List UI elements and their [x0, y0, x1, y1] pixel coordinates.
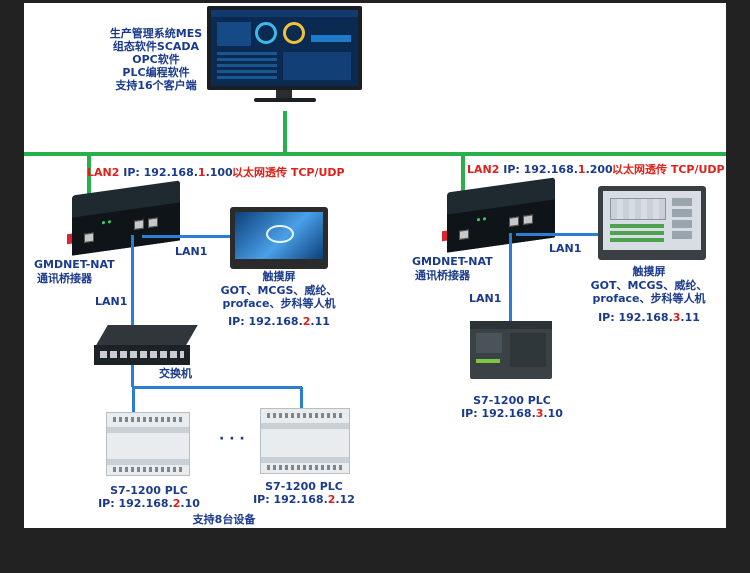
left-ip-prefix: IP: 192.168.: [123, 166, 198, 179]
plc2-drop: [300, 387, 303, 409]
switch-label: 交换机: [159, 367, 192, 380]
left-ip-subnet: 1: [197, 166, 206, 179]
right-lan2-label: LAN2: [467, 163, 500, 176]
right-gateway-desc: 通讯桥接器: [415, 269, 470, 282]
right-gateway-name: GMDNET-NAT: [412, 255, 493, 268]
right-hmi-brands-2: proface、步科等人机: [592, 292, 706, 305]
plc-bus: [132, 386, 302, 389]
left-plc-2-ip-prefix: IP: 192.168.: [253, 493, 328, 506]
left-gateway-uplink: [87, 155, 91, 213]
left-switch-link: [131, 235, 134, 335]
right-hmi-ip: IP: 192.168.3.11: [579, 311, 719, 324]
right-plc-ip-subnet: 3: [535, 407, 544, 420]
right-passthrough: 以太网透传 TCP/UDP: [612, 163, 725, 176]
right-lan2-line: LAN2 IP: 192.168.1.200: [467, 163, 613, 176]
left-plc-2-ip: IP: 192.168.2.12: [239, 493, 369, 506]
right-lan1-hmi-label: LAN1: [549, 242, 582, 255]
left-plc-2-ip-suffix: .12: [335, 493, 355, 506]
right-hmi-ip-subnet: 3: [672, 311, 681, 324]
plc1-drop: [132, 387, 135, 413]
right-lan1-plc-label: LAN1: [469, 292, 502, 305]
right-plc-name: S7-1200 PLC: [473, 394, 551, 407]
top-line-1: 生产管理系统MES: [109, 27, 203, 40]
left-lan2-line: LAN2 IP: 192.168.1.100: [87, 166, 233, 179]
left-ip-suffix: .100: [205, 166, 233, 179]
left-lan2-label: LAN2: [87, 166, 120, 179]
plc-ellipsis: · · ·: [219, 431, 245, 447]
monitor-stand: [276, 90, 292, 99]
monitor: [207, 6, 362, 90]
right-ip-subnet: 1: [577, 163, 586, 176]
top-line-4: PLC编程软件: [122, 66, 190, 79]
left-plc-2-device: [260, 408, 350, 474]
left-hmi-ip: IP: 192.168.2.11: [209, 315, 349, 328]
top-line-3: OPC软件: [132, 53, 180, 66]
left-hmi-link: [142, 235, 232, 238]
left-plc-1-device: [106, 412, 190, 476]
left-hmi-ip-suffix: .11: [310, 315, 330, 328]
monitor-base: [254, 98, 316, 102]
right-hmi-title: 触摸屏: [632, 265, 666, 278]
right-hmi-brands-1: GOT、MCGS、威纶、: [590, 279, 708, 292]
left-plc-1-ip: IP: 192.168.2.10: [84, 497, 214, 510]
switch-device: [94, 325, 198, 367]
left-gateway-desc: 通讯桥接器: [37, 272, 92, 285]
right-plc-ip-prefix: IP: 192.168.: [461, 407, 536, 420]
right-plc-link: [509, 233, 512, 323]
left-hmi-ip-subnet: 2: [302, 315, 311, 328]
left-hmi-brands-1: GOT、MCGS、威纶、: [220, 284, 338, 297]
top-software-list: 生产管理系统MES 组态软件SCADA OPC软件 PLC编程软件 支持16个客…: [106, 27, 206, 92]
ethernet-backbone: [24, 152, 726, 156]
left-plc-1-name: S7-1200 PLC: [110, 484, 188, 497]
right-plc-ip-suffix: .10: [543, 407, 563, 420]
right-plc-device: [470, 321, 552, 379]
left-lan1-switch-label: LAN1: [95, 295, 128, 308]
left-plc-1-ip-prefix: IP: 192.168.: [98, 497, 173, 510]
right-hmi-ip-suffix: .11: [680, 311, 700, 324]
left-hmi-title: 触摸屏: [262, 270, 296, 283]
left-hmi-ip-prefix: IP: 192.168.: [228, 315, 303, 328]
switch-drop: [131, 365, 134, 387]
left-plc-2-name: S7-1200 PLC: [265, 480, 343, 493]
monitor-screen: [211, 10, 358, 86]
left-plc-2-ip-subnet: 2: [327, 493, 336, 506]
left-lan1-hmi-label: LAN1: [175, 245, 208, 258]
left-passthrough: 以太网透传 TCP/UDP: [232, 166, 345, 179]
top-line-5: 支持16个客户端: [115, 79, 197, 92]
left-gateway-name: GMDNET-NAT: [34, 258, 115, 271]
left-hmi-brands-2: proface、步科等人机: [222, 297, 336, 310]
right-plc-ip: IP: 192.168.3.10: [447, 407, 577, 420]
left-plc-1-ip-subnet: 2: [172, 497, 181, 510]
right-gateway-uplink: [461, 155, 465, 210]
right-ip-suffix: .200: [585, 163, 613, 176]
left-hmi-device: [230, 207, 328, 269]
left-plc-1-ip-suffix: .10: [180, 497, 200, 510]
network-diagram: 生产管理系统MES 组态软件SCADA OPC软件 PLC编程软件 支持16个客…: [24, 3, 726, 528]
right-hmi-device: [598, 186, 706, 260]
right-ip-prefix: IP: 192.168.: [503, 163, 578, 176]
right-hmi-ip-prefix: IP: 192.168.: [598, 311, 673, 324]
right-hmi-link: [516, 233, 600, 236]
support-note: 支持8台设备: [192, 513, 256, 526]
top-line-2: 组态软件SCADA: [112, 40, 200, 53]
monitor-uplink: [283, 111, 287, 155]
